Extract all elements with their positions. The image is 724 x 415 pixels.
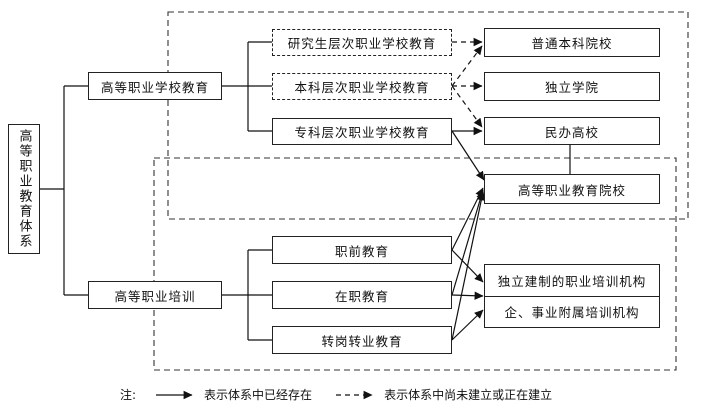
training-institutions-node: 独立建制的职业培训机构 企、事业附属培训机构 <box>484 264 660 328</box>
junior-college-level-node: 专科层次职业学校教育 <box>272 118 452 145</box>
pre-job-education-node: 职前教育 <box>272 236 452 264</box>
private-college-node: 民办高校 <box>484 117 660 145</box>
arrow-pre-job-to-training-inst <box>451 249 484 283</box>
affiliated-training-institution: 企、事业附属培训机构 <box>485 295 659 328</box>
arrow-on-job-to-training-inst <box>451 291 484 300</box>
on-job-education-node: 在职教育 <box>272 281 452 309</box>
root-node: 高等职业教育体系 <box>8 124 40 254</box>
legend-prefix: 注: <box>120 388 137 402</box>
school-branch-node: 高等职业学校教育 <box>88 72 222 100</box>
independent-college-label: 独立学院 <box>544 80 599 95</box>
training-branch-label: 高等职业培训 <box>114 288 196 304</box>
regular-university-node: 普通本科院校 <box>484 28 660 57</box>
job-transfer-education-node: 转岗转业教育 <box>272 326 452 354</box>
legend: 注: 表示体系中已经存在 表示体系中尚未建立或正在建立 <box>120 386 552 403</box>
legend-dashed-label: 表示体系中尚未建立或正在建立 <box>384 388 553 402</box>
higher-vocational-label: 高等职业教育院校 <box>517 182 626 198</box>
legend-dashed-arrow-icon <box>336 390 373 399</box>
postgraduate-level-node: 研究生层次职业学校教育 <box>272 29 452 56</box>
regular-university-label: 普通本科院校 <box>531 36 613 51</box>
on-job-education-label: 在职教育 <box>334 288 389 304</box>
arrow-on-job-to-higher-vocational <box>451 189 485 296</box>
root-label: 高等职业教育体系 <box>16 129 32 249</box>
training-group-frame <box>153 157 677 371</box>
training-branch-node: 高等职业培训 <box>88 281 222 309</box>
undergraduate-level-label: 本科层次职业学校教育 <box>294 80 430 95</box>
school-branch-label: 高等职业学校教育 <box>100 79 209 95</box>
legend-solid-arrow-icon <box>156 390 193 399</box>
junior-college-level-label: 专科层次职业学校教育 <box>294 125 430 140</box>
postgraduate-level-label: 研究生层次职业学校教育 <box>287 36 437 51</box>
school-group-frame <box>167 11 689 220</box>
legend-solid-label: 表示体系中已经存在 <box>204 388 313 402</box>
affiliated-training-label: 企、事业附属培训机构 <box>504 305 640 321</box>
arrow-job-transfer-to-training-inst <box>451 309 484 341</box>
job-transfer-education-label: 转岗转业教育 <box>321 333 403 349</box>
arrow-junior-to-higher-vocational <box>451 130 485 181</box>
independent-college-node: 独立学院 <box>484 72 660 101</box>
arrow-undergraduate-to-private <box>451 85 483 128</box>
higher-vocational-node: 高等职业教育院校 <box>484 174 660 204</box>
undergraduate-level-node: 本科层次职业学校教育 <box>272 73 452 100</box>
independent-training-label: 独立建制的职业培训机构 <box>497 273 647 289</box>
private-college-label: 民办高校 <box>544 124 599 140</box>
arrow-undergraduate-to-regular <box>451 45 483 87</box>
independent-training-institution: 独立建制的职业培训机构 <box>485 265 659 296</box>
pre-job-education-label: 职前教育 <box>334 243 389 259</box>
